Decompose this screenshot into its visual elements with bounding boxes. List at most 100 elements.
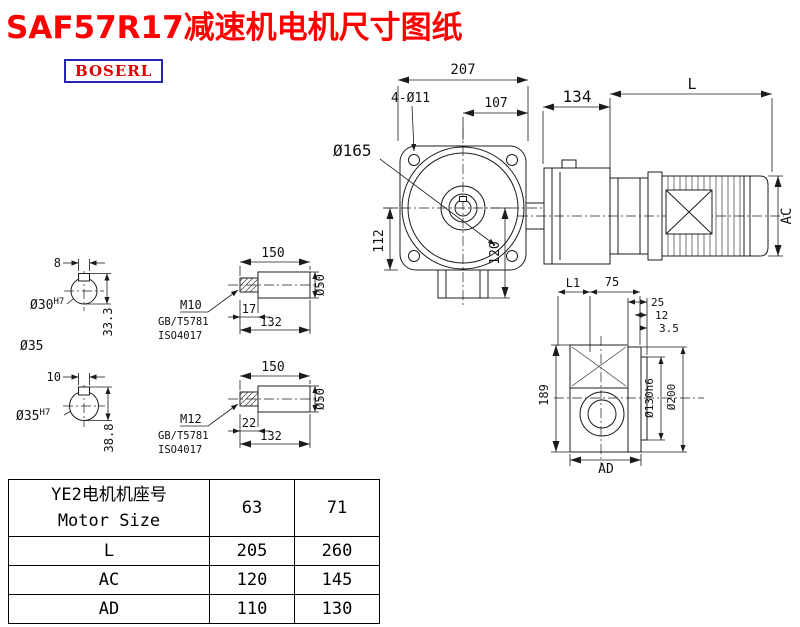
cell-L-71: 260 — [294, 536, 380, 566]
dim-134-label: 134 — [563, 87, 592, 106]
output-bore-outer — [579, 391, 625, 437]
ext-line — [397, 86, 529, 141]
cell-AC-71: 145 — [294, 565, 380, 595]
bolt-holes — [408, 154, 518, 262]
table-header-row: YE2电机机座号 Motor Size 63 71 — [8, 479, 380, 537]
shaft1-bore-base: Ø30 — [30, 298, 53, 313]
table-row-AC: AC 120 145 — [8, 565, 380, 595]
ext-line — [239, 266, 311, 276]
ext-line — [78, 259, 90, 271]
ext-line — [542, 98, 773, 174]
row-label-AD: AD — [8, 594, 210, 624]
fan-cover — [743, 175, 769, 257]
ext-line — [78, 373, 90, 385]
detail1-std2-label: ISO4017 — [158, 330, 202, 342]
dim-107-label: 107 — [484, 96, 507, 111]
adapter-lines — [617, 178, 641, 254]
shaft1-keyway — [78, 273, 90, 282]
front-centerlines — [383, 128, 542, 306]
bolt-holes-label: 4-Ø11 — [391, 91, 430, 106]
shaft2-keyway — [78, 386, 90, 396]
shaft2-bore-label: Ø35H7 — [16, 408, 50, 424]
header-cell: YE2电机机座号 Motor Size — [8, 479, 210, 537]
shaft1-keywidth-label: 8 — [54, 256, 61, 270]
front-flange-circles — [401, 146, 525, 270]
ext-line — [239, 380, 311, 390]
output-flange-view: L1 75 25 12 3.5 189 Ø130h6 Ø200 AD — [537, 275, 704, 477]
cell-AD-63: 110 — [209, 594, 295, 624]
leader-line — [379, 158, 496, 246]
detail2-std2-label: ISO4017 — [158, 444, 202, 456]
bottom-boss-lines — [445, 270, 481, 298]
bore-keyway — [459, 196, 467, 202]
housing-braces — [571, 346, 627, 387]
dim-3-5-label: 3.5 — [659, 322, 679, 335]
gearbox-lug — [561, 159, 577, 169]
detail1-threadlen-label: 17 — [242, 302, 256, 316]
dim-L1-label: L1 — [566, 276, 580, 290]
dim-L-label: L — [687, 75, 696, 93]
dim-189-label: 189 — [537, 384, 551, 406]
row-label-L: L — [8, 536, 210, 566]
thread-hatch — [239, 277, 259, 293]
detail1-std1-label: GB/T5781 — [158, 316, 209, 328]
detail2-thread-label: M12 — [180, 412, 202, 426]
row-label-AC: AC — [8, 565, 210, 595]
shaft1-bore-tol: H7 — [53, 297, 64, 307]
boserl-logo: BOSERL — [64, 59, 164, 83]
shaft2-keywidth-label: 10 — [47, 370, 61, 384]
table-row-L: L 205 260 — [8, 536, 380, 566]
terminal-box-cross — [665, 189, 713, 235]
cell-AD-71: 130 — [294, 594, 380, 624]
ext-line — [551, 344, 570, 453]
shaft1-bore-label: Ø30H7 — [30, 297, 64, 313]
dim-AD-label: AD — [598, 462, 614, 477]
flange-spigot — [640, 356, 648, 441]
flange-dia-label: Ø165 — [333, 141, 372, 160]
shaft2-keydepth-label: 38.8 — [102, 424, 116, 453]
dim-120-label: 120 — [488, 241, 503, 264]
detail2-std1-label: GB/T5781 — [158, 430, 209, 442]
size-col-63: 63 — [209, 479, 295, 537]
output-centerlines — [554, 336, 704, 468]
shaft-detail-1: 150 M10 GB/T5781 ISO4017 17 132 Ø50 — [158, 246, 327, 342]
detail2-length-label: 150 — [261, 360, 284, 375]
shaft2-bore-tol: H7 — [39, 408, 50, 418]
page-title: SAF57R17减速机电机尺寸图纸 — [6, 10, 463, 46]
detail1-dia-label: Ø50 — [313, 274, 327, 296]
thread-hatch — [239, 391, 259, 407]
shaft1-keydepth-label: 33.3 — [101, 308, 115, 337]
cell-L-63: 205 — [209, 536, 295, 566]
gearbox-front-view: 207 107 4-Ø11 Ø165 112 120 — [333, 62, 542, 306]
ext-line — [641, 346, 687, 453]
leader-line — [180, 289, 239, 313]
motor-size-table: YE2电机机座号 Motor Size 63 71 L 205 260 AC 1… — [8, 479, 380, 624]
ext-line — [627, 298, 648, 355]
header-cn: YE2电机机座号 — [51, 485, 167, 505]
detail1-bodylen-label: 132 — [260, 315, 282, 329]
leader-line — [66, 298, 74, 305]
table-row-AD: AD 110 130 — [8, 594, 380, 624]
dim-25-label: 25 — [651, 296, 664, 309]
detail2-threadlen-label: 22 — [242, 416, 256, 430]
leader-line — [180, 403, 239, 427]
cell-AC-63: 120 — [209, 565, 295, 595]
dim-12-label: 12 — [655, 309, 668, 322]
size-col-71: 71 — [294, 479, 380, 537]
flange-dia-200-label: Ø200 — [665, 384, 678, 411]
flange-plate — [627, 346, 642, 453]
dim-207-label: 207 — [450, 62, 475, 78]
detail2-bodylen-label: 132 — [260, 429, 282, 443]
bottom-boss — [437, 269, 489, 299]
dim-75-label: 75 — [605, 275, 619, 289]
shaft1-outerdia-label: Ø35 — [20, 339, 43, 354]
shaft-detail-2: 150 M12 GB/T5781 ISO4017 22 132 Ø50 — [158, 360, 327, 456]
detail1-thread-label: M10 — [180, 298, 202, 312]
hollow-shaft-end-views: 8 Ø30H7 33.3 Ø35 10 Ø35H7 38.8 — [16, 256, 116, 452]
dim-AC-label: AC — [779, 208, 795, 225]
dim-112-label: 112 — [372, 229, 387, 252]
output-bore-inner — [587, 399, 617, 429]
leader-line — [63, 410, 72, 416]
spigot-dia-label: Ø130h6 — [643, 378, 656, 418]
